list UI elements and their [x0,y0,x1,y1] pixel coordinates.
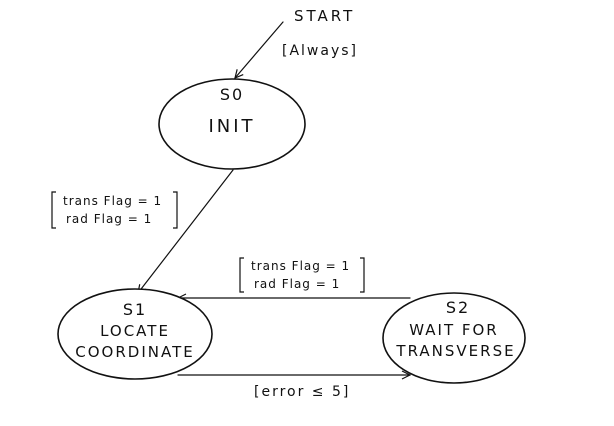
start-guard: [Always] [282,43,358,59]
condition-s0-to-s1: trans Flag = 1 rad Flag = 1 [51,191,178,229]
arrow-s0-to-s1 [138,169,234,293]
start-label: START [294,7,355,25]
state-s1-id: S1 [123,300,147,319]
condition-trans-flag: trans Flag = 1 [63,194,162,208]
left-bracket [51,191,56,229]
state-s1-name-line2: COORDINATE [75,343,194,361]
right-bracket [360,257,365,293]
state-s2: S2 WAIT FOR TRANSVERSE [382,292,526,384]
state-s0-id: S0 [220,85,244,104]
state-s0-name: INIT [208,116,255,137]
guard-error: [error ≤ 5] [254,384,350,400]
state-s1: S1 LOCATE COORDINATE [57,288,213,380]
state-s1-name-line1: LOCATE [100,322,170,340]
state-s1-ellipse [57,288,213,380]
state-s2-name-line1: WAIT FOR [409,321,498,339]
start-arrow [235,21,284,78]
state-s2-name-line2: TRANSVERSE [395,342,515,360]
state-s0-ellipse [158,78,306,170]
state-s2-ellipse [382,292,526,384]
state-s0: S0 INIT [158,78,306,170]
condition-rad-flag: rad Flag = 1 [66,212,152,226]
condition-s2-to-s1: trans Flag = 1 rad Flag = 1 [239,257,365,293]
right-bracket [173,191,178,229]
state-s2-id: S2 [446,298,470,317]
condition-trans-flag: trans Flag = 1 [251,259,350,273]
condition-rad-flag: rad Flag = 1 [254,277,340,291]
left-bracket [239,257,244,293]
